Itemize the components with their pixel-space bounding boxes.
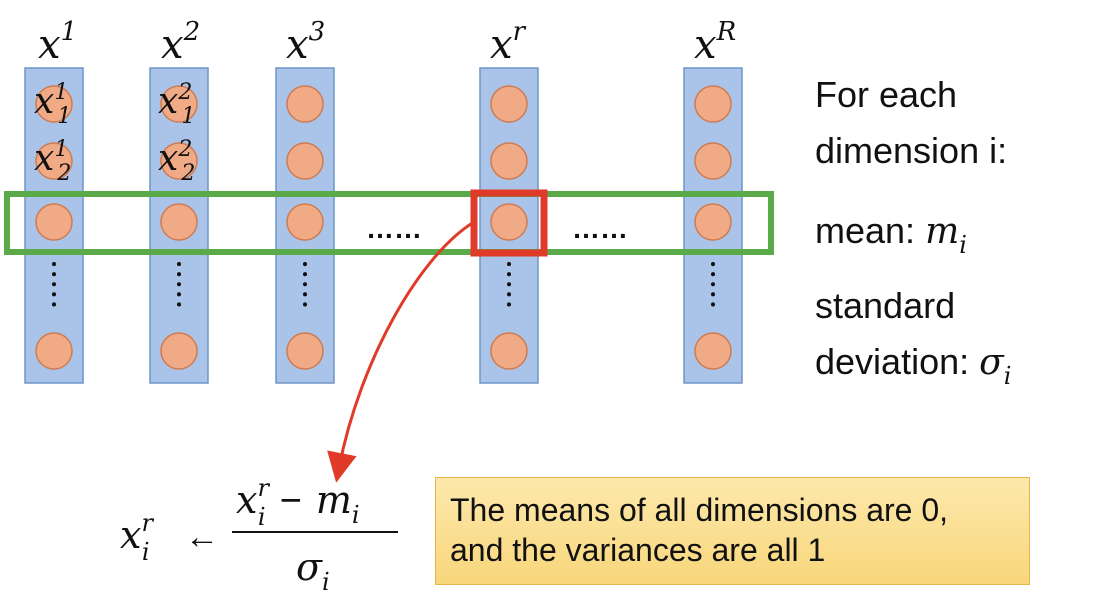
- horizontal-ellipsis-right: ……: [572, 213, 628, 244]
- std-symbol: σ: [979, 342, 1005, 383]
- std-symbol-sub: i: [1004, 362, 1012, 390]
- circle: [160, 142, 198, 180]
- mean-symbol: m: [925, 211, 959, 252]
- circle: [35, 332, 73, 370]
- mean-label: mean:: [815, 210, 925, 251]
- column-label-x2: x2: [161, 17, 200, 68]
- summary-note: The means of all dimensions are 0, and t…: [435, 477, 1030, 585]
- circle: [490, 85, 528, 123]
- circle: [286, 332, 324, 370]
- formula-arrow: ←: [185, 518, 219, 556]
- note-line-1: The means of all dimensions are 0,: [450, 492, 949, 528]
- vertical-ellipses: [52, 262, 715, 314]
- circle: [694, 332, 732, 370]
- circle: [160, 332, 198, 370]
- mean-line: mean: mi: [815, 210, 967, 259]
- circle: [35, 85, 73, 123]
- column-label-x3: x3: [286, 17, 325, 68]
- mean-symbol-sub: i: [959, 231, 967, 259]
- circle: [490, 332, 528, 370]
- circle: [160, 85, 198, 123]
- dimension-row-highlight: [4, 191, 774, 255]
- side-text-line2: dimension i:: [815, 130, 1007, 171]
- circle: [160, 203, 198, 241]
- std-label: deviation:: [815, 341, 979, 382]
- column-label-xr: xr: [490, 17, 527, 68]
- circle: [286, 203, 324, 241]
- column-label-x1: x1: [38, 17, 77, 68]
- column-label-xR: xR: [694, 17, 736, 68]
- circle: [490, 142, 528, 180]
- formula-denominator: σi: [296, 545, 330, 596]
- circle: [286, 142, 324, 180]
- side-text-line1: For each: [815, 74, 957, 115]
- std-line2: deviation: σi: [815, 341, 1011, 390]
- circle: [694, 142, 732, 180]
- arrow-to-formula: [327, 220, 475, 483]
- circle: [490, 203, 528, 241]
- circle: [286, 85, 324, 123]
- note-line-2: and the variances are all 1: [450, 532, 826, 568]
- circle: [694, 85, 732, 123]
- circle: [694, 203, 732, 241]
- std-line1: standard: [815, 285, 955, 326]
- circle: [35, 203, 73, 241]
- feature-circles: [35, 85, 732, 370]
- horizontal-ellipsis-left: ……: [366, 213, 422, 244]
- circle: [35, 142, 73, 180]
